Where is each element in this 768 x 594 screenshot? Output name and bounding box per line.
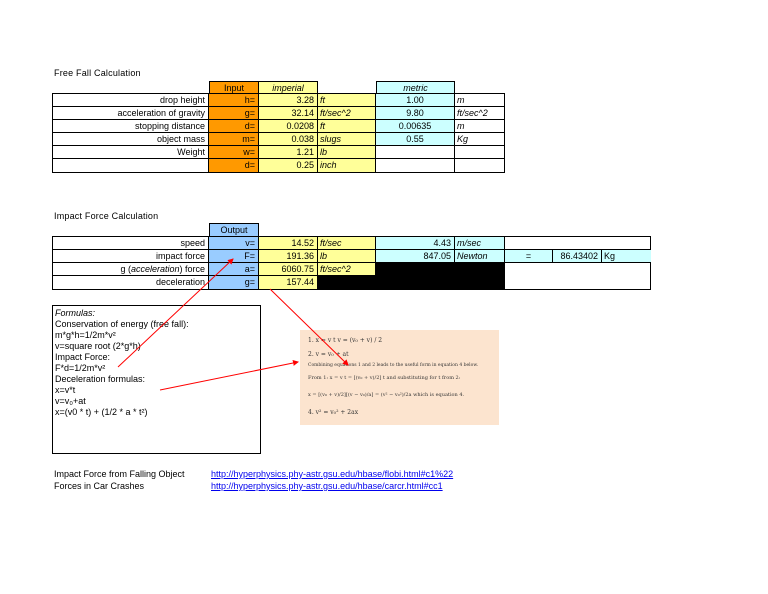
imperial-unit: inch — [318, 159, 376, 172]
output-header: Output — [209, 223, 259, 236]
imperial-value[interactable]: 0.0208 — [259, 120, 318, 133]
g-force-label-italic: acceleration — [130, 264, 180, 274]
metric-value[interactable]: 1.00 — [376, 94, 455, 107]
input-symbol: g= — [209, 107, 259, 120]
equation-note: Combining equations 1 and 2 leads to the… — [308, 363, 479, 368]
blacked-out-cell — [318, 276, 505, 289]
impact-force-label: impact force — [53, 250, 209, 263]
imperial-value[interactable]: 0.038 — [259, 133, 318, 146]
impact-force-imperial-value[interactable]: 191.36 — [259, 250, 318, 263]
g-force-symbol: a= — [209, 263, 259, 276]
impact-force-symbol: F= — [209, 250, 259, 263]
formula-line: m*g*h=1/2m*v² — [55, 330, 116, 340]
speed-metric-unit: m/sec — [455, 237, 505, 250]
formula-line: Conservation of energy (free fall): — [55, 319, 189, 329]
equation-from: From 1: x = v t = [(v₀ + v)/2] t and sub… — [308, 375, 461, 381]
equation-2: 2. v = v₀ + at — [308, 351, 349, 358]
g-force-label-post: ) force — [179, 264, 205, 274]
link-row: Impact Force from Falling Object http://h… — [54, 468, 453, 480]
metric-header: metric — [376, 81, 455, 94]
imperial-header: imperial — [258, 81, 318, 94]
formula-line: v=square root (2*g*h) — [55, 341, 141, 351]
equation-4: 4. v² = v₀² + 2ax — [308, 409, 359, 416]
metric-unit: m — [455, 120, 505, 133]
deceleration-symbol: g= — [209, 276, 259, 289]
formula-line: Impact Force: — [55, 352, 111, 362]
impact-force-kg-value[interactable]: 86.43402 — [553, 250, 602, 263]
imperial-value[interactable]: 1.21 — [259, 146, 318, 159]
metric-value[interactable] — [376, 159, 455, 172]
imperial-value[interactable]: 3.28 — [259, 94, 318, 107]
equation-1: 1. x = v t v = (v₀ + v) / 2 — [308, 337, 383, 344]
deceleration-label: deceleration — [53, 276, 209, 289]
formulas-box: Formulas: Conservation of energy (free f… — [52, 305, 261, 454]
input-symbol: m= — [209, 133, 259, 146]
impact-force-title: Impact Force Calculation — [54, 211, 159, 221]
imperial-value[interactable]: 0.25 — [259, 159, 318, 172]
speed-metric-value[interactable]: 4.43 — [376, 237, 455, 250]
empty-cell — [505, 237, 651, 250]
metric-unit — [455, 146, 505, 159]
impact-force-metric-unit: Newton — [455, 250, 505, 263]
speed-imperial-unit: ft/sec — [318, 237, 376, 250]
input-symbol: h= — [209, 94, 259, 107]
g-force-imperial-value[interactable]: 6060.75 — [259, 263, 318, 276]
equals-cell: = — [505, 250, 553, 263]
formula-line: x=v*t — [55, 385, 76, 395]
formulas-heading: Formulas: — [55, 308, 96, 318]
kinematics-equations-image: 1. x = v t v = (v₀ + v) / 2 2. v = v₀ + … — [300, 330, 499, 425]
row-label: drop height — [53, 94, 209, 107]
metric-unit — [455, 159, 505, 172]
formula-line: F*d=1/2m*v² — [55, 363, 106, 373]
deceleration-imperial-value[interactable]: 157.44 — [259, 276, 318, 289]
link-falling-object[interactable]: http://hyperphysics.phy-astr.gsu.edu/hba… — [211, 469, 454, 479]
impact-force-table — [52, 236, 651, 290]
row-label: object mass — [53, 133, 209, 146]
imperial-value[interactable]: 32.14 — [259, 107, 318, 120]
link-label: Impact Force from Falling Object — [54, 469, 185, 479]
link-car-crashes[interactable]: http://hyperphysics.phy-astr.gsu.edu/hba… — [211, 481, 443, 491]
imperial-unit: ft/sec^2 — [318, 107, 376, 120]
formula-line: v=v₀+at — [55, 396, 86, 406]
speed-label: speed — [53, 237, 209, 250]
row-label: acceleration of gravity — [53, 107, 209, 120]
impact-force-imperial-unit: lb — [318, 250, 376, 263]
link-label: Forces in Car Crashes — [54, 481, 145, 491]
metric-unit: m — [455, 94, 505, 107]
input-symbol: d= — [209, 120, 259, 133]
row-label: stopping distance — [53, 120, 209, 133]
free-fall-title: Free Fall Calculation — [54, 68, 141, 78]
row-label: Weight — [53, 146, 209, 159]
g-force-label-pre: g ( — [120, 264, 131, 274]
impact-force-kg-unit: Kg — [602, 250, 651, 263]
imperial-unit: slugs — [318, 133, 376, 146]
g-force-label: g (acceleration) force — [53, 263, 209, 276]
formula-line: x=(v0 * t) + (1/2 * a * t²) — [55, 407, 148, 417]
metric-unit: Kg — [455, 133, 505, 146]
speed-symbol: v= — [209, 237, 259, 250]
metric-value[interactable]: 9.80 — [376, 107, 455, 120]
speed-imperial-value[interactable]: 14.52 — [259, 237, 318, 250]
formula-line: Deceleration formulas: — [55, 374, 146, 384]
free-fall-table — [52, 93, 505, 173]
g-force-imperial-unit: ft/sec^2 — [318, 263, 376, 276]
input-symbol: w= — [209, 146, 259, 159]
link-row: Forces in Car Crashes http://hyperphysics… — [54, 480, 453, 492]
row-label — [53, 159, 209, 172]
reference-links: Impact Force from Falling Object http://h… — [54, 468, 453, 492]
imperial-unit: ft — [318, 120, 376, 133]
equation-derivation: x = [(v₀ + v)/2][(v − v₀)/a] = (v² − v₀²… — [308, 392, 465, 398]
blacked-out-cell — [376, 263, 505, 276]
metric-value[interactable]: 0.00635 — [376, 120, 455, 133]
imperial-unit: lb — [318, 146, 376, 159]
impact-force-metric-value[interactable]: 847.05 — [376, 250, 455, 263]
input-symbol: d= — [209, 159, 259, 172]
metric-unit: ft/sec^2 — [455, 107, 505, 120]
metric-value[interactable] — [376, 146, 455, 159]
imperial-unit: ft — [318, 94, 376, 107]
metric-value[interactable]: 0.55 — [376, 133, 455, 146]
